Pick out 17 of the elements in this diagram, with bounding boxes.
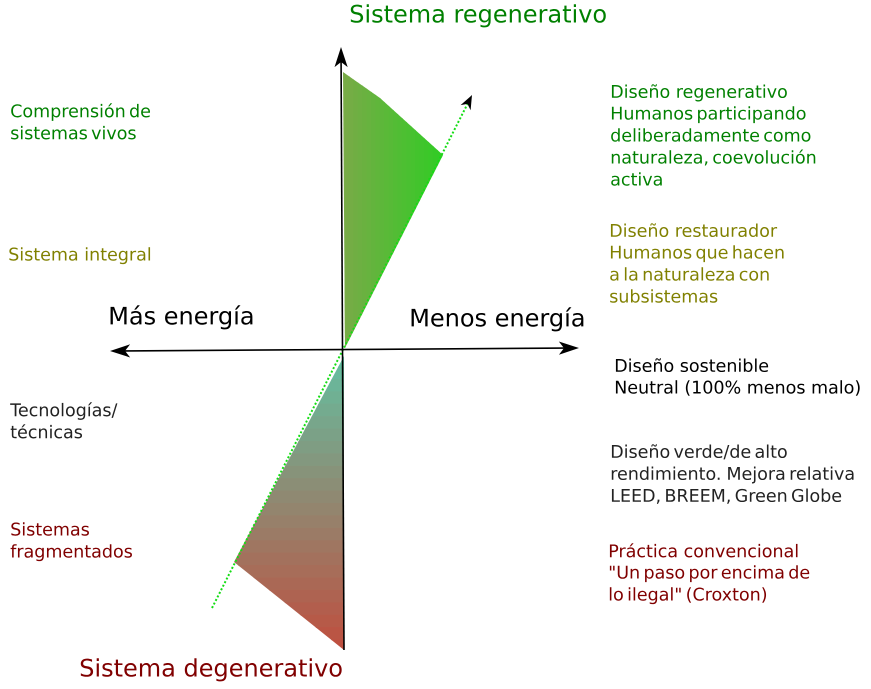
heading-text: Diseño regenerativo <box>612 84 787 102</box>
axis-label: Sistema regenerativo <box>350 4 606 28</box>
axis-label: Sistema degenerativo <box>80 658 342 682</box>
note-text: Diseño verde/de alto rendimiento. Mejora relativa LEED, BREEM, Green Globe <box>612 444 854 504</box>
heading-text: Diseño restaurador <box>610 223 778 238</box>
axis-label: Más energía <box>110 305 252 330</box>
heading-text: Práctica convencional <box>610 543 798 558</box>
note-text: Sistemas fragmentados <box>10 522 132 562</box>
note-text: Humanos que hacen a la naturaleza con subsistemas <box>610 245 784 303</box>
heading-text: Diseño sostenible <box>616 358 768 372</box>
note-text: Sistema integral <box>9 247 150 264</box>
axis-label: Menos energía <box>412 307 584 332</box>
note-text: Neutral (100% menos malo) <box>616 380 860 396</box>
note-text: Humanos participando deliberadamente como naturaleza, coevolución activa <box>611 106 816 186</box>
note-text: "Un paso por encima de lo ilegal" (Croxton) <box>610 565 810 604</box>
note-text: Tecnologías/ técnicas <box>10 402 118 438</box>
note-text: Comprensión de sistemas vivos <box>11 103 150 140</box>
